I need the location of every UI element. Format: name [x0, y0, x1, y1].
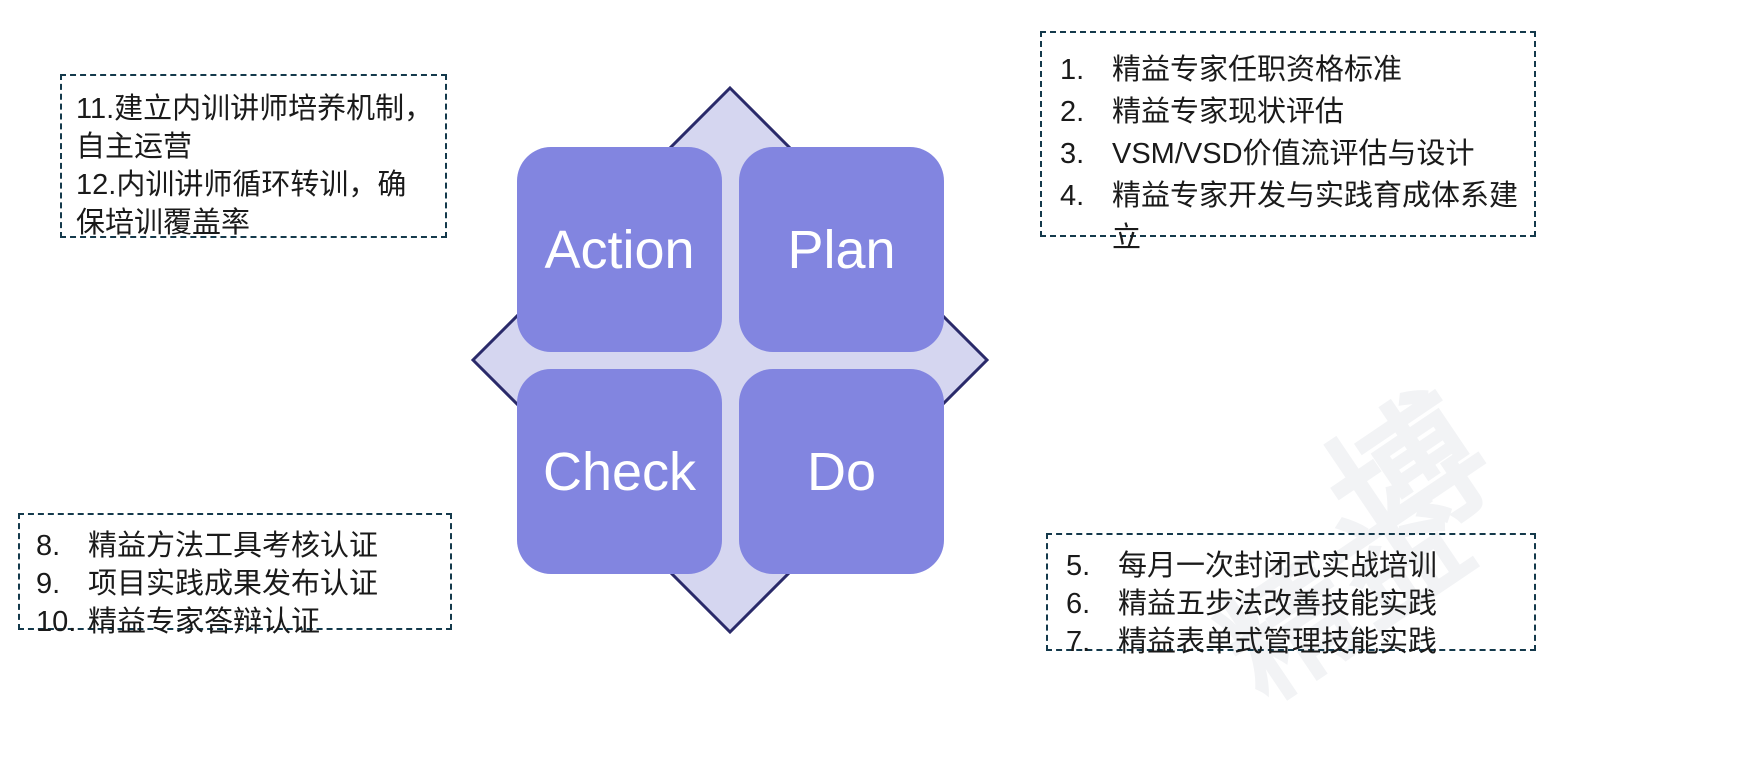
note-list-bottom-left: 8. 精益方法工具考核认证 9. 项目实践成果发布认证 10. 精益专家答辩认证: [36, 527, 440, 641]
list-item: 6. 精益五步法改善技能实践: [1066, 585, 1524, 623]
note-box-bottom-left: 8. 精益方法工具考核认证 9. 项目实践成果发布认证 10. 精益专家答辩认证: [18, 513, 452, 638]
pdca-quadrant-label: Do: [806, 441, 877, 502]
pdca-quadrant-label: Plan: [787, 219, 896, 280]
list-item-number: 3.: [1060, 138, 1085, 170]
list-item-number: 10.: [36, 606, 77, 638]
list-item: 10. 精益专家答辩认证: [36, 603, 440, 641]
list-item-text: 每月一次封闭式实战培训: [1118, 550, 1438, 582]
note-box-top-left: 11. 建立内训讲师培养机制， 自主运营 12. 内训讲师循环转训，确 保培训覆…: [60, 74, 447, 239]
list-item: 立: [1060, 217, 1524, 259]
list-item-number: 1.: [1060, 54, 1085, 86]
list-item-number: 2.: [1060, 96, 1085, 128]
list-item: 7. 精益表单式管理技能实践: [1066, 623, 1524, 661]
list-item-number: 9.: [36, 568, 61, 600]
list-item-text: 精益专家现状评估: [1112, 96, 1345, 128]
list-item: 自主运营: [76, 128, 435, 166]
list-item-text: 精益专家开发与实践育成体系建: [1112, 180, 1519, 212]
list-item: 1. 精益专家任职资格标准: [1060, 49, 1524, 91]
list-item-text: 项目实践成果发布认证: [88, 568, 379, 600]
pdca-quadrant-action[interactable]: Action: [517, 147, 722, 352]
list-item: 8. 精益方法工具考核认证: [36, 527, 440, 565]
list-item-number: 7.: [1066, 626, 1091, 658]
pdca-quadrant-check[interactable]: Check: [517, 369, 722, 574]
list-item-text: 精益表单式管理技能实践: [1118, 626, 1438, 658]
pdca-quadrant-label: Action: [544, 219, 695, 280]
list-item-number: 12.: [76, 169, 117, 201]
note-box-bottom-right: 5. 每月一次封闭式实战培训 6. 精益五步法改善技能实践 7. 精益表单式管理…: [1046, 533, 1536, 658]
note-list-top-left: 11. 建立内训讲师培养机制， 自主运营 12. 内训讲师循环转训，确 保培训覆…: [76, 90, 435, 242]
pdca-quadrant-do[interactable]: Do: [739, 369, 944, 574]
list-item-text: 精益五步法改善技能实践: [1118, 588, 1438, 620]
pdca-cycle-diagram: Action Plan Check Do: [455, 80, 1005, 640]
list-item: 保培训覆盖率: [76, 204, 435, 242]
list-item-number: 5.: [1066, 550, 1091, 582]
pdca-quadrant-label: Check: [542, 441, 697, 502]
note-list-bottom-right: 5. 每月一次封闭式实战培训 6. 精益五步法改善技能实践 7. 精益表单式管理…: [1066, 547, 1524, 661]
list-item-number: 6.: [1066, 588, 1091, 620]
list-item-number: 4.: [1060, 180, 1085, 212]
list-item-number: 8.: [36, 530, 61, 562]
list-item: 4. 精益专家开发与实践育成体系建: [1060, 175, 1524, 217]
list-item: 2. 精益专家现状评估: [1060, 91, 1524, 133]
note-list-top-right: 1. 精益专家任职资格标准 2. 精益专家现状评估 3. VSM/VSD价值流评…: [1060, 49, 1524, 259]
list-item: 12. 内训讲师循环转训，确: [76, 166, 435, 204]
list-item-text: 保培训覆盖率: [76, 207, 251, 239]
list-item: 9. 项目实践成果发布认证: [36, 565, 440, 603]
pdca-quadrant-plan[interactable]: Plan: [739, 147, 944, 352]
list-item: 11. 建立内训讲师培养机制，: [76, 90, 435, 128]
list-item-text: 精益方法工具考核认证: [88, 530, 379, 562]
list-item-text: 内训讲师循环转训，确: [116, 169, 407, 201]
list-item-number: 11.: [76, 93, 115, 125]
list-item: 5. 每月一次封闭式实战培训: [1066, 547, 1524, 585]
list-item-text: 精益专家任职资格标准: [1112, 54, 1403, 86]
list-item-text: VSM/VSD价值流评估与设计: [1112, 138, 1475, 170]
list-item-text: 自主运营: [76, 131, 193, 163]
list-item-text: 精益专家答辩认证: [88, 606, 321, 638]
list-item-text: 建立内训讲师培养机制，: [114, 93, 434, 125]
list-item: 3. VSM/VSD价值流评估与设计: [1060, 133, 1524, 175]
list-item-text: 立: [1112, 222, 1142, 254]
note-box-top-right: 1. 精益专家任职资格标准 2. 精益专家现状评估 3. VSM/VSD价值流评…: [1040, 31, 1536, 254]
